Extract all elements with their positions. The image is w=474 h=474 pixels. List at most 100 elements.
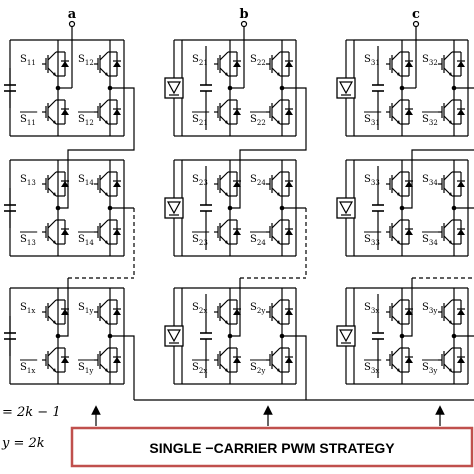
output-terminal: [412, 20, 420, 28]
switch-upper-left: [42, 299, 69, 325]
pv-panel-icon: [164, 197, 184, 219]
switch-label-complement: S23: [192, 234, 208, 247]
junction-dot: [279, 205, 285, 211]
switch-label: S3x: [364, 302, 379, 315]
switch-lower-left: [386, 347, 413, 373]
wire: [402, 278, 413, 337]
junction-dot: [227, 333, 233, 339]
junction-dot: [399, 333, 405, 339]
equation-x: = 2k − 1: [2, 405, 61, 420]
switch-lower-right: [266, 347, 293, 373]
switch-lower-right: [438, 347, 465, 373]
switch-label-complement: S34: [422, 234, 438, 247]
switch-lower-left: [214, 99, 241, 125]
switch-lower-right: [94, 219, 121, 245]
switch-upper-right: [94, 171, 121, 197]
switch-lower-left: [42, 219, 69, 245]
switch-lower-right: [94, 347, 121, 373]
switch-label: S31: [364, 54, 380, 67]
phase-label-b: b: [239, 7, 248, 22]
junction-dot: [279, 333, 285, 339]
switch-label-complement: S14: [78, 234, 94, 247]
switch-label: S23: [192, 174, 208, 187]
switch-label-complement: S32: [422, 114, 438, 127]
pv-panel-icon: [164, 77, 184, 99]
switch-label: S1x: [20, 302, 35, 315]
switch-label-complement: S11: [20, 114, 36, 127]
switch-upper-right: [94, 299, 121, 325]
output-terminal: [240, 20, 248, 28]
switch-lower-left: [386, 99, 413, 125]
switch-label-complement: S21: [192, 114, 208, 127]
switch-upper-left: [386, 171, 413, 197]
switch-label: S2y: [250, 302, 265, 315]
switch-lower-left: [42, 99, 69, 125]
switch-upper-right: [266, 51, 293, 77]
switch-label-complement: S22: [250, 114, 266, 127]
wire: [230, 87, 307, 209]
pwm-strategy-label: SINGLE −CARRIER PWM STRATEGY: [149, 440, 395, 456]
switch-upper-left: [214, 51, 241, 77]
switch-label: S11: [20, 54, 36, 67]
switch-label: S21: [192, 54, 208, 67]
wire: [454, 335, 474, 337]
junction-dot: [451, 333, 457, 339]
switch-lower-right: [266, 99, 293, 125]
switch-upper-left: [214, 171, 241, 197]
switch-label: S1y: [78, 302, 93, 315]
junction-dot: [227, 85, 233, 91]
pv-panel-icon: [164, 325, 184, 347]
switch-upper-right: [438, 51, 465, 77]
switch-label-complement: S2y: [250, 362, 265, 375]
equation-y: y = 2k: [1, 436, 45, 451]
switch-label-complement: S13: [20, 234, 36, 247]
switch-label-complement: S2x: [192, 362, 207, 375]
switch-lower-right: [266, 219, 293, 245]
switch-upper-right: [438, 299, 465, 325]
junction-dot: [227, 205, 233, 211]
switch-label: S3y: [422, 302, 437, 315]
switch-label-complement: S3y: [422, 362, 437, 375]
switch-label-complement: S24: [250, 234, 266, 247]
switch-upper-left: [42, 171, 69, 197]
wire: [58, 278, 69, 337]
switch-label-complement: S33: [364, 234, 380, 247]
wire: [110, 335, 135, 400]
junction-dot: [451, 205, 457, 211]
pv-panel-icon: [336, 325, 356, 347]
switch-lower-right: [94, 99, 121, 125]
switch-lower-left: [214, 219, 241, 245]
switch-upper-right: [266, 171, 293, 197]
pv-panel-icon: [336, 197, 356, 219]
switch-label: S2x: [192, 302, 207, 315]
pwm-strategy-box: [70, 426, 474, 468]
wire: [402, 87, 474, 209]
switch-label-complement: S3x: [364, 362, 379, 375]
switch-lower-left: [214, 347, 241, 373]
switch-label: S32: [422, 54, 438, 67]
switch-upper-left: [42, 51, 69, 77]
switch-label: S13: [20, 174, 36, 187]
switch-upper-right: [438, 171, 465, 197]
switch-label-complement: S31: [364, 114, 380, 127]
switch-label: S22: [250, 54, 266, 67]
switch-label-complement: S12: [78, 114, 94, 127]
junction-dot: [55, 85, 61, 91]
circuit-devices: [4, 20, 465, 373]
junction-dot: [55, 333, 61, 339]
junction-dot: [399, 205, 405, 211]
switch-upper-left: [386, 51, 413, 77]
switch-label: S14: [78, 174, 94, 187]
phase-label-c: c: [412, 7, 420, 22]
switch-label: S34: [422, 174, 438, 187]
switch-label: S12: [78, 54, 94, 67]
switch-lower-left: [386, 219, 413, 245]
junction-dot: [107, 333, 113, 339]
junction-dot: [451, 85, 457, 91]
switch-upper-left: [386, 299, 413, 325]
switch-lower-right: [438, 99, 465, 125]
junction-dot: [107, 85, 113, 91]
junction-dot: [279, 85, 285, 91]
